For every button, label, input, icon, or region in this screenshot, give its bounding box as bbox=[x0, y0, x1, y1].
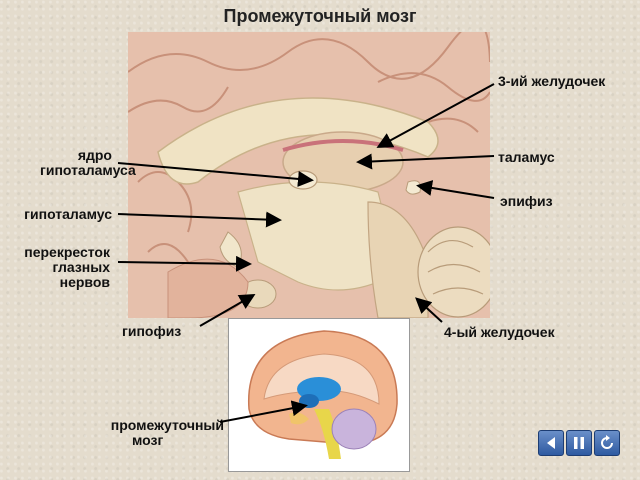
brain-sagittal-illustration bbox=[128, 32, 490, 318]
label-epiphysis: эпифиз bbox=[500, 193, 553, 209]
label-fourth-ventricle: 4-ый желудочек bbox=[444, 324, 555, 340]
label-hypothalamus: гипоталамус bbox=[24, 206, 112, 222]
back-button[interactable] bbox=[538, 430, 564, 456]
label-diencephalon-line1: промежуточный bbox=[110, 417, 224, 433]
page-title: Промежуточный мозг bbox=[223, 6, 417, 26]
inset-brain-panel bbox=[228, 318, 410, 472]
replay-icon bbox=[601, 435, 613, 449]
label-thalamus: таламус bbox=[498, 149, 555, 165]
label-hypothalamic-nucleus: ядро гипоталамуса bbox=[40, 147, 136, 178]
label-pituitary: гипофиз bbox=[122, 323, 182, 339]
back-icon bbox=[547, 437, 555, 449]
label-hypothalamic-nucleus-line2: гипоталамуса bbox=[40, 162, 136, 178]
label-optic-chiasm-line3: нервов bbox=[59, 274, 110, 290]
inset-brain-illustration bbox=[248, 330, 398, 459]
label-diencephalon: промежуточный мозг bbox=[84, 418, 224, 448]
label-diencephalon-line2: мозг bbox=[132, 432, 164, 448]
replay-button[interactable] bbox=[594, 430, 620, 456]
pause-icon bbox=[574, 437, 584, 449]
pause-button[interactable] bbox=[566, 430, 592, 456]
label-optic-chiasm: перекресток глазных нервов bbox=[10, 245, 110, 290]
label-hypothalamic-nucleus-line1: ядро bbox=[77, 147, 112, 163]
playback-controls bbox=[538, 430, 620, 456]
label-optic-chiasm-line2: глазных bbox=[52, 259, 111, 275]
label-optic-chiasm-line1: перекресток bbox=[24, 244, 110, 260]
label-third-ventricle: 3-ий желудочек bbox=[498, 73, 606, 89]
